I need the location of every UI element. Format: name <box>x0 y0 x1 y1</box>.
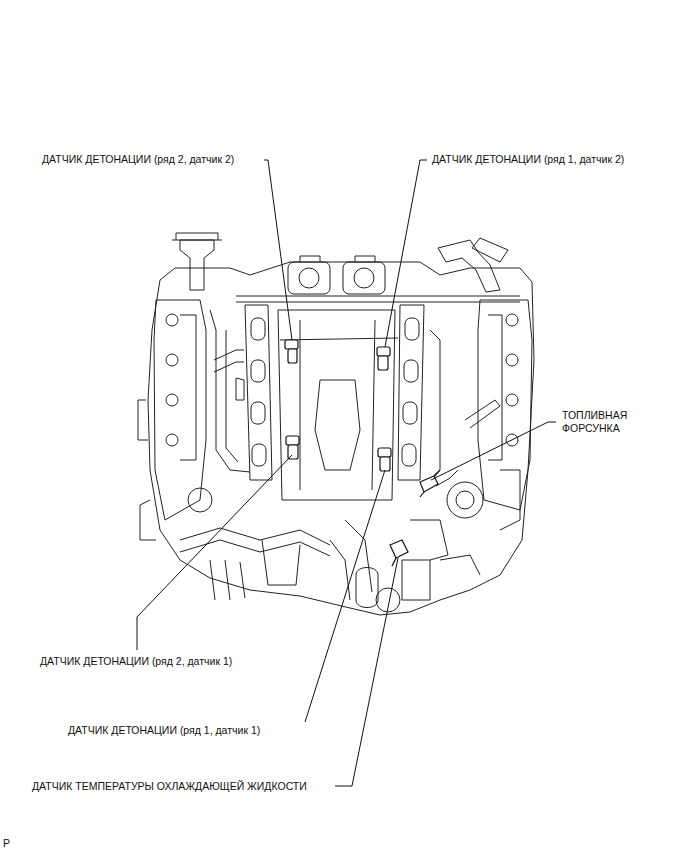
leader-lines <box>137 160 556 786</box>
part-label: ДАТЧИК ДЕТОНАЦИИ (ряд 2, датчик 1) <box>40 655 232 668</box>
sensor-symbols <box>285 340 440 566</box>
engine-drawing <box>138 233 534 615</box>
part-label: ДАТЧИК ДЕТОНАЦИИ (ряд 2, датчик 2) <box>42 153 234 166</box>
part-label: ТОПЛИВНАЯ ФОРСУНКА <box>562 409 640 435</box>
part-label: ДАТЧИК ДЕТОНАЦИИ (ряд 1, датчик 2) <box>432 153 624 166</box>
page-mark: P <box>3 837 10 850</box>
part-label: ДАТЧИК ДЕТОНАЦИИ (ряд 1, датчик 1) <box>68 724 260 737</box>
part-label: ДАТЧИК ТЕМПЕРАТУРЫ ОХЛАЖДАЮЩЕЙ ЖИДКОСТИ <box>32 780 307 793</box>
